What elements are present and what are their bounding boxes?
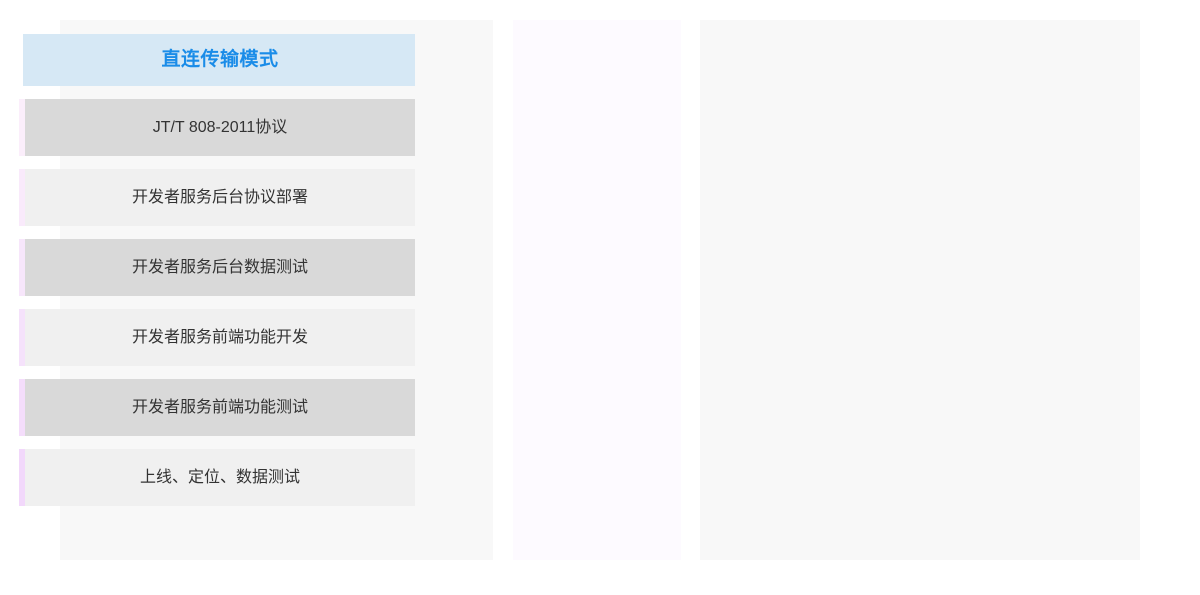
right-row-4[interactable]: 开发者服务前端功能开发 bbox=[25, 309, 415, 366]
middle-panel bbox=[513, 20, 681, 560]
right-row-1[interactable]: JT/T 808-2011协议 bbox=[25, 99, 415, 156]
right-row-6[interactable]: 上线、定位、数据测试 bbox=[25, 449, 415, 506]
right-column-header: 直连传输模式 bbox=[25, 34, 415, 86]
right-row-5[interactable]: 开发者服务前端功能测试 bbox=[25, 379, 415, 436]
right-row-3[interactable]: 开发者服务后台数据测试 bbox=[25, 239, 415, 296]
right-panel bbox=[700, 20, 1140, 560]
right-column: 直连传输模式 JT/T 808-2011协议 开发者服务后台协议部署 开发者服务… bbox=[25, 34, 415, 519]
right-row-2[interactable]: 开发者服务后台协议部署 bbox=[25, 169, 415, 226]
